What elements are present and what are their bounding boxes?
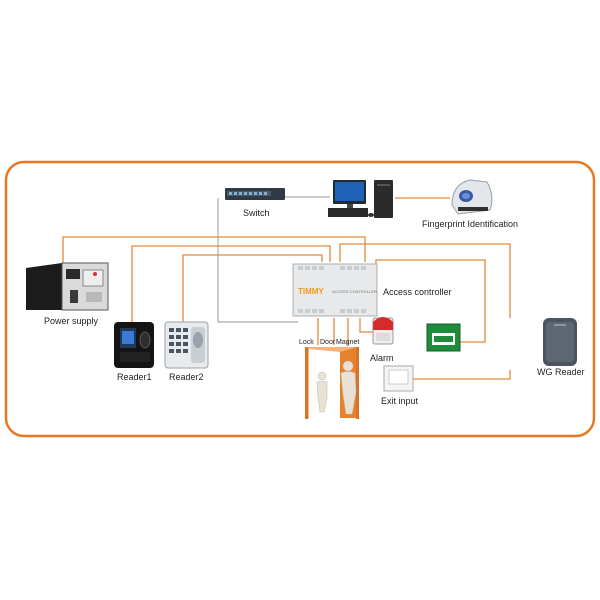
fingerprint-label: Fingerprint Identification — [422, 219, 518, 229]
wire-emergency — [375, 259, 486, 343]
controller-model-logo: ACCESS CONTROLLER — [332, 289, 377, 294]
wiegand-reader-icon — [543, 318, 577, 366]
wire-wg-reader — [339, 243, 511, 318]
alarm-label: Alarm — [370, 353, 394, 363]
reader2-label: Reader2 — [169, 372, 204, 382]
access-controller-label: Access controller — [383, 287, 452, 297]
wg-reader-label: WG Reader — [537, 367, 585, 377]
diagram-frame — [4, 160, 596, 438]
switch-label: Switch — [243, 208, 270, 218]
wire-exit-input — [413, 370, 511, 380]
wiring — [62, 196, 511, 380]
fingerprint-scanner-icon — [451, 179, 493, 215]
controller-brand-logo: TIMMY — [298, 287, 324, 296]
lock-label: Lock — [299, 339, 314, 346]
exit-input-label: Exit input — [381, 396, 419, 406]
network-switch-icon — [225, 188, 285, 200]
power-supply-box-icon — [26, 262, 109, 311]
wire-alarm — [359, 318, 373, 333]
door-label: Door — [320, 339, 336, 346]
keypad-reader-icon — [164, 321, 209, 369]
exit-button-icon — [383, 365, 414, 392]
wire-power — [62, 236, 366, 272]
access-controller-icon: TIMMY ACCESS CONTROLLER — [292, 263, 378, 317]
magnet-label: Magnet — [336, 339, 359, 346]
wire-switch-controller — [217, 198, 298, 323]
desktop-computer-icon — [328, 180, 393, 218]
alarm-siren-icon — [372, 317, 394, 345]
people-icon — [316, 360, 357, 415]
reader1-label: Reader1 — [117, 372, 152, 382]
wire-reader1 — [131, 245, 331, 322]
wire-reader2 — [182, 254, 323, 322]
reader-icon — [114, 322, 154, 368]
power-supply-label: Power supply — [44, 316, 99, 326]
emergency-button-icon — [426, 323, 461, 352]
